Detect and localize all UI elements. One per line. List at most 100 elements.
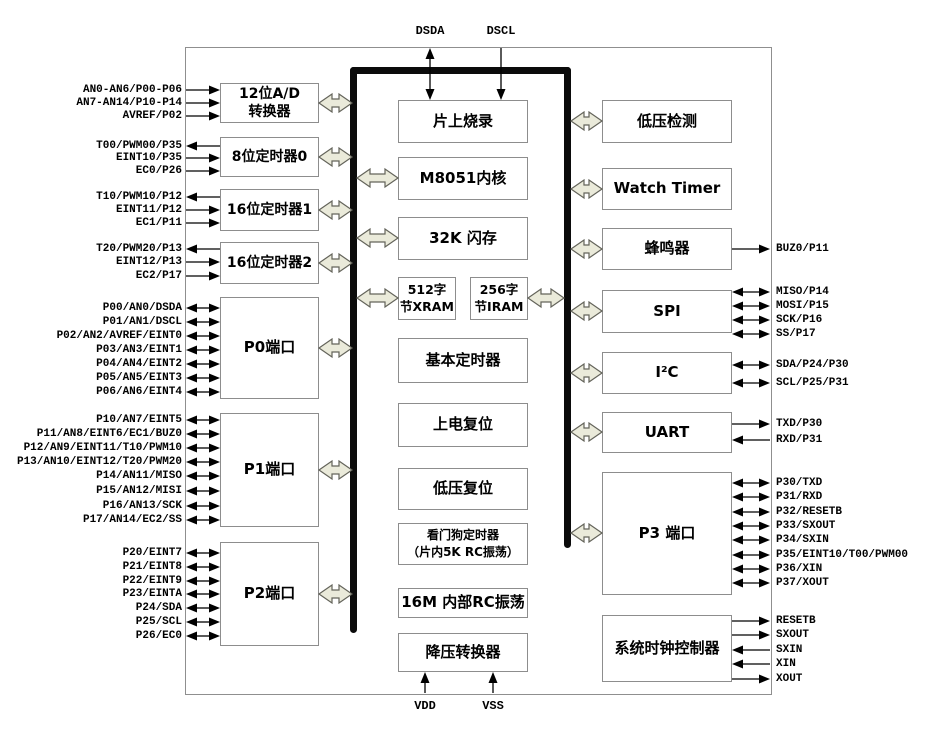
pin-label: EINT12/P13 xyxy=(115,256,182,268)
pin-label: AN7-AN14/P10-P14 xyxy=(76,97,182,109)
pin-label: P02/AN2/AVREF/EINT0 xyxy=(56,330,182,342)
pin-label: T10/PWM10/P12 xyxy=(96,191,182,203)
block-p3-port: P3 端口 xyxy=(602,472,732,595)
bus-double-arrow-icon xyxy=(355,167,400,189)
pin-arrow-line xyxy=(186,617,220,627)
bus-double-arrow-icon xyxy=(569,421,604,443)
pin-arrow-line xyxy=(186,457,220,467)
pin-label: P26/EC0 xyxy=(135,630,182,642)
bus-double-arrow-icon xyxy=(569,362,604,384)
block-timer0: 8位定时器0 xyxy=(220,137,319,177)
pin-arrow-line xyxy=(732,521,770,531)
pin-arrow-line xyxy=(186,257,220,267)
pin-arrow-line xyxy=(732,659,770,669)
block-m8051-core: M8051内核 xyxy=(398,157,528,200)
block-16m-rc-osc: 16M 内部RC振荡 xyxy=(398,588,528,618)
pin-arrow-line xyxy=(186,515,220,525)
pin-label: SCL/P25/P31 xyxy=(776,377,849,389)
pin-arrow-line xyxy=(186,331,220,341)
block-spi: SPI xyxy=(602,290,732,333)
block-32k-flash: 32K 闪存 xyxy=(398,217,528,260)
bus-double-arrow-icon xyxy=(569,300,604,322)
pin-arrow-line xyxy=(732,674,770,684)
pin-arrow-line xyxy=(186,603,220,613)
pin-label: EC0/P26 xyxy=(135,165,182,177)
pin-arrow-line xyxy=(732,564,770,574)
bus-double-arrow-icon xyxy=(569,522,604,544)
block-timer1: 16位定时器1 xyxy=(220,189,319,231)
pin-arrow-line xyxy=(186,373,220,383)
block-i2c: I²C xyxy=(602,352,732,394)
pin-arrow-line xyxy=(186,166,220,176)
pin-label: VSS xyxy=(482,699,504,713)
block-power-on-reset: 上电复位 xyxy=(398,403,528,447)
block-adc: 12位A/D 转换器 xyxy=(220,83,319,123)
pin-label: P12/AN9/EINT11/T10/PWM10 xyxy=(23,442,182,454)
pin-arrow-line xyxy=(186,415,220,425)
pin-label: P05/AN5/EINT3 xyxy=(96,372,182,384)
block-256b-iram: 256字 节IRAM xyxy=(470,277,528,320)
block-onchip-burn: 片上烧录 xyxy=(398,100,528,143)
pin-label: RXD/P31 xyxy=(776,434,823,446)
pin-label: P10/AN7/EINT5 xyxy=(96,414,182,426)
pin-label: T20/PWM20/P13 xyxy=(96,243,182,255)
pin-label: P31/RXD xyxy=(776,491,823,503)
block-sys-clock-controller: 系统时钟控制器 xyxy=(602,615,732,682)
pin-label: TXD/P30 xyxy=(776,418,823,430)
pin-arrow-line xyxy=(732,378,770,388)
bus-top-line xyxy=(350,67,571,74)
pin-label: BUZ0/P11 xyxy=(776,243,829,255)
pin-arrow-line xyxy=(186,141,220,151)
pin-arrow-line xyxy=(186,429,220,439)
pin-label: MISO/P14 xyxy=(776,286,829,298)
pin-label: SDA/P24/P30 xyxy=(776,359,849,371)
pin-label: SXIN xyxy=(776,644,803,656)
pin-label: P35/EINT10/T00/PWM00 xyxy=(776,549,909,561)
bus-double-arrow-icon xyxy=(526,287,566,309)
bus-double-arrow-icon xyxy=(317,146,354,168)
pin-arrow-line xyxy=(186,111,220,121)
pin-arrow-line xyxy=(732,535,770,545)
pin-label: P03/AN3/EINT1 xyxy=(96,344,182,356)
pin-arrow-line xyxy=(186,548,220,558)
pin-label: P17/AN14/EC2/SS xyxy=(82,514,182,526)
block-lv-reset: 低压复位 xyxy=(398,468,528,510)
pin-arrow-line xyxy=(186,205,220,215)
pin-label: RESETB xyxy=(776,615,816,627)
pin-arrow-line xyxy=(186,501,220,511)
pin-arrow-line xyxy=(732,492,770,502)
pin-arrow-line xyxy=(186,271,220,281)
pin-arrow-line xyxy=(186,345,220,355)
pin-label: P11/AN8/EINT6/EC1/BUZ0 xyxy=(36,428,182,440)
block-timer2: 16位定时器2 xyxy=(220,242,319,284)
block-uart: UART xyxy=(602,412,732,453)
pin-label: T00/PWM00/P35 xyxy=(96,140,182,152)
pin-arrow-line xyxy=(732,360,770,370)
pin-label: EC1/P11 xyxy=(135,217,182,229)
pin-arrow-line xyxy=(732,478,770,488)
pin-arrow-line xyxy=(186,387,220,397)
pin-arrow-line xyxy=(420,672,430,693)
bus-right-line xyxy=(564,67,571,548)
pin-arrow-line xyxy=(488,672,498,693)
pin-label: P24/SDA xyxy=(135,602,182,614)
pin-label: SS/P17 xyxy=(776,328,816,340)
block-buzzer: 蜂鸣器 xyxy=(602,228,732,270)
pin-arrow-line xyxy=(186,486,220,496)
block-buck-converter: 降压转换器 xyxy=(398,633,528,672)
pin-arrow-line xyxy=(732,287,770,297)
pin-label: AN0-AN6/P00-P06 xyxy=(82,84,182,96)
pin-label: EINT11/P12 xyxy=(115,204,182,216)
pin-arrow-line xyxy=(732,435,770,445)
pin-arrow-line xyxy=(186,153,220,163)
pin-label: P15/AN12/MISI xyxy=(96,485,182,497)
bus-double-arrow-icon xyxy=(317,199,354,221)
pin-label: P37/XOUT xyxy=(776,577,829,589)
pin-label: P30/TXD xyxy=(776,477,823,489)
pin-label: VDD xyxy=(414,699,436,713)
pin-label: P14/AN11/MISO xyxy=(96,470,182,482)
bus-double-arrow-icon xyxy=(355,287,400,309)
bus-left-line xyxy=(350,67,357,633)
pin-label: DSDA xyxy=(415,24,445,38)
pin-arrow-line xyxy=(732,301,770,311)
